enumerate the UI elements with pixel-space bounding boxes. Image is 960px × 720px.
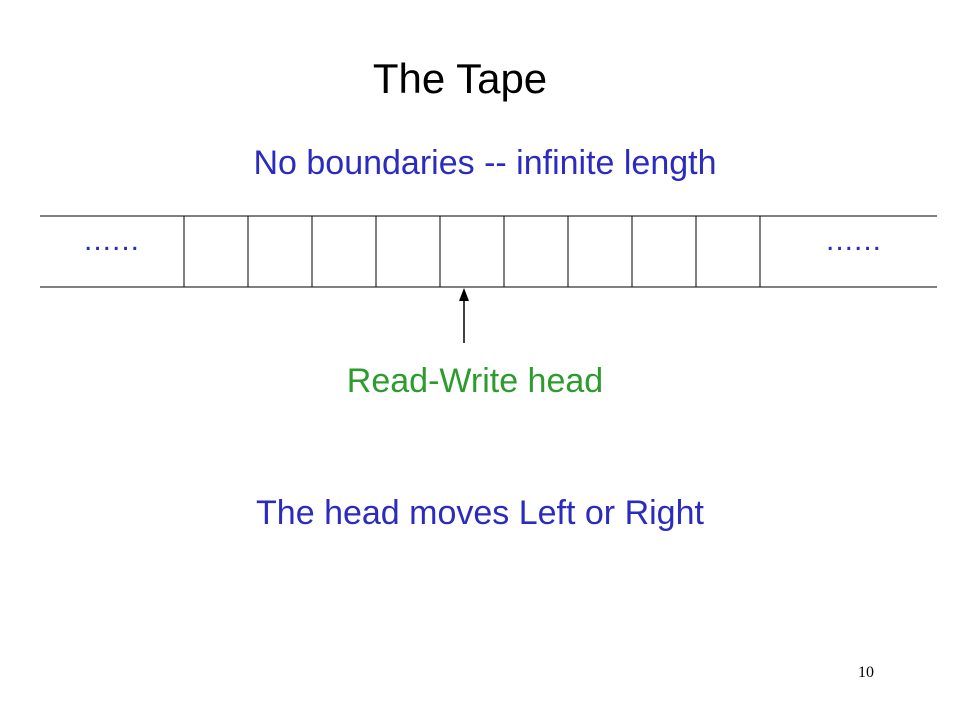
- head-arrow-tip: [459, 288, 469, 301]
- read-write-head-label: Read-Write head: [346, 362, 604, 400]
- tape-left-ellipsis: ......: [84, 224, 141, 257]
- tape-right-ellipsis: ......: [826, 224, 883, 257]
- head-moves-text: The head moves Left or Right: [256, 494, 704, 532]
- subtitle-no-boundaries: No boundaries -- infinite length: [253, 144, 717, 182]
- page-number: 10: [858, 664, 874, 681]
- slide-title: The Tape: [372, 55, 548, 102]
- tape-cell-dividers: [183, 216, 761, 287]
